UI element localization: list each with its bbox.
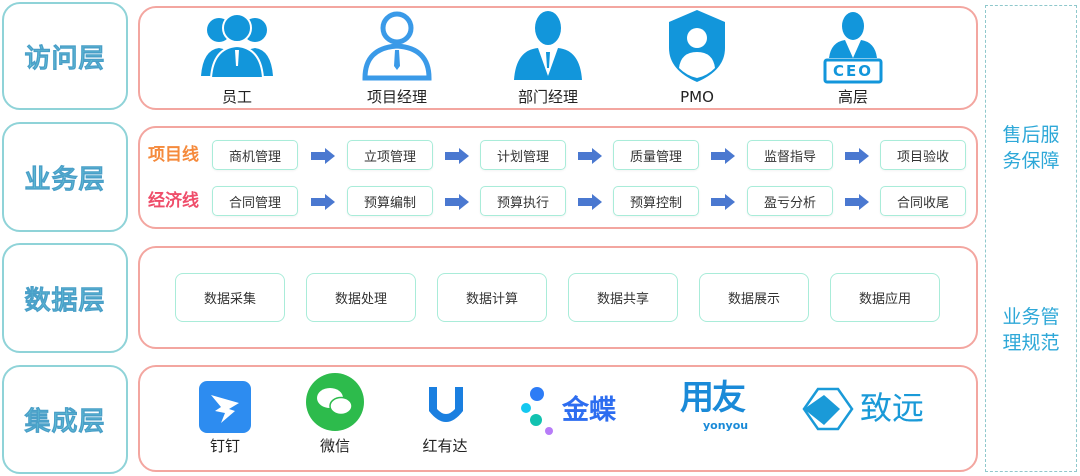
- kingdee-dots-icon: [520, 385, 560, 440]
- dingtalk-icon: [199, 381, 251, 433]
- step-box: 合同收尾: [880, 186, 966, 216]
- data-item: 数据处理: [306, 273, 416, 322]
- layer-label-business: 业务层: [2, 122, 128, 232]
- yonyou-subtext: yonyou: [703, 419, 749, 432]
- arrow-right-icon: [444, 194, 469, 210]
- user-tie-outline-icon: [357, 6, 437, 86]
- side-panel: 售后服务保障 业务管理规范: [985, 5, 1077, 472]
- data-item: 数据采集: [175, 273, 285, 322]
- wechat-icon: [306, 373, 364, 431]
- hongyouda-icon: [425, 383, 467, 429]
- step-box: 质量管理: [613, 140, 699, 170]
- arrow-right-icon: [711, 194, 735, 210]
- step-box: 计划管理: [480, 140, 566, 170]
- manager-icon: [508, 6, 588, 86]
- seeyon-logo: 致远: [860, 389, 925, 427]
- data-item: 数据展示: [699, 273, 809, 322]
- role-label: 员工: [221, 88, 253, 106]
- integration-label: 红有达: [422, 437, 468, 455]
- role-label: PMO: [680, 88, 714, 106]
- layer-label-data: 数据层: [2, 243, 128, 353]
- role-label: 项目经理: [366, 88, 428, 106]
- yonyou-logo: 用友: [680, 378, 746, 418]
- step-box: 预算编制: [347, 186, 433, 216]
- step-box: 盈亏分析: [747, 186, 833, 216]
- arrow-right-icon: [844, 148, 869, 164]
- step-box: 项目验收: [880, 140, 966, 170]
- integration-label: 微信: [319, 437, 351, 455]
- step-box: 监督指导: [747, 140, 833, 170]
- step-box: 立项管理: [347, 140, 433, 170]
- side-text-norms: 业务管理规范: [1002, 306, 1060, 354]
- arrow-right-icon: [310, 148, 335, 164]
- layer-label-access: 访问层: [2, 2, 128, 110]
- arrow-right-icon: [310, 194, 335, 210]
- integration-label: 钉钉: [209, 437, 241, 455]
- step-box: 预算执行: [480, 186, 566, 216]
- layer-label-integration: 集成层: [2, 365, 128, 474]
- ceo-badge-text: CEO: [832, 62, 873, 80]
- step-box: 商机管理: [212, 140, 298, 170]
- business-panel: [138, 126, 978, 229]
- project-line-label: 项目线: [148, 145, 199, 165]
- arrow-right-icon: [711, 148, 735, 164]
- kingdee-logo: 金蝶: [562, 395, 616, 426]
- role-label: 部门经理: [517, 88, 579, 106]
- economic-line-label: 经济线: [148, 191, 199, 211]
- role-label: 高层: [837, 88, 869, 106]
- step-box: 预算控制: [613, 186, 699, 216]
- group-users-icon: [197, 6, 277, 86]
- step-box: 合同管理: [212, 186, 298, 216]
- data-item: 数据共享: [568, 273, 678, 322]
- integration-panel: [138, 365, 978, 472]
- data-item: 数据应用: [830, 273, 940, 322]
- ceo-icon: CEO: [813, 6, 893, 86]
- data-item: 数据计算: [437, 273, 547, 322]
- seeyon-cube-icon: [802, 385, 854, 433]
- arrow-right-icon: [577, 194, 602, 210]
- data-panel: [138, 246, 978, 349]
- arrow-right-icon: [444, 148, 469, 164]
- side-text-service: 售后服务保障: [1002, 124, 1060, 172]
- shield-user-icon: [657, 6, 737, 86]
- arrow-right-icon: [577, 148, 602, 164]
- arrow-right-icon: [844, 194, 869, 210]
